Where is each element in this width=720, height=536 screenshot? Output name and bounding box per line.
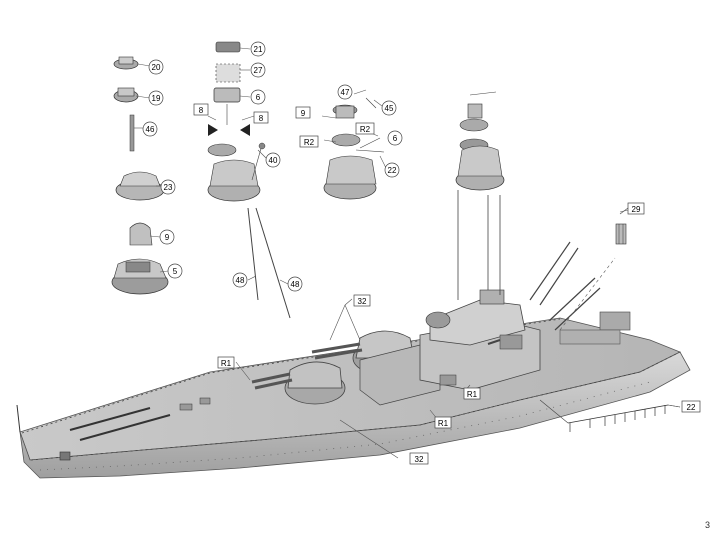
svg-text:R1: R1 bbox=[467, 390, 478, 399]
svg-text:47: 47 bbox=[341, 88, 350, 97]
callout-r1-c: R1 bbox=[434, 416, 452, 429]
callout-6-b: 6 bbox=[387, 130, 403, 146]
callout-47: 47 bbox=[337, 84, 353, 100]
callout-46: 46 bbox=[142, 121, 158, 137]
svg-text:48: 48 bbox=[236, 276, 245, 285]
callout-22-a: 22 bbox=[384, 162, 400, 178]
svg-text:46: 46 bbox=[146, 125, 155, 134]
callout-48-a: 48 bbox=[232, 272, 248, 288]
svg-text:9: 9 bbox=[165, 233, 170, 242]
tower-assembly-column2 bbox=[207, 41, 291, 319]
turret-assembly-column1 bbox=[111, 56, 169, 295]
svg-text:R1: R1 bbox=[438, 419, 449, 428]
callout-8-a: 8 bbox=[193, 103, 209, 116]
callout-23: 23 bbox=[160, 179, 176, 195]
page-number: 3 bbox=[705, 520, 710, 530]
svg-text:45: 45 bbox=[385, 104, 394, 113]
svg-text:6: 6 bbox=[256, 93, 261, 102]
callout-6-a: 6 bbox=[250, 89, 266, 105]
svg-text:R2: R2 bbox=[360, 125, 371, 134]
callout-21: 21 bbox=[250, 41, 266, 57]
svg-text:22: 22 bbox=[687, 403, 696, 412]
callout-29: 29 bbox=[627, 202, 645, 215]
svg-text:5: 5 bbox=[173, 267, 178, 276]
callout-badges: 20 19 46 23 9 5 21 27 6 40 48 48 47 45 6… bbox=[142, 41, 701, 465]
svg-text:23: 23 bbox=[164, 183, 173, 192]
callout-27: 27 bbox=[250, 62, 266, 78]
callout-48-b: 48 bbox=[287, 276, 303, 292]
svg-text:R1: R1 bbox=[221, 359, 232, 368]
callout-8-b: 8 bbox=[253, 111, 269, 124]
svg-text:21: 21 bbox=[254, 45, 263, 54]
svg-text:8: 8 bbox=[199, 106, 204, 115]
callout-r1-a: R1 bbox=[217, 356, 235, 369]
ship-superstructure bbox=[251, 190, 616, 406]
svg-text:6: 6 bbox=[393, 134, 398, 143]
tower-assembly-column3 bbox=[323, 97, 385, 200]
callout-r2-b: R2 bbox=[355, 122, 375, 135]
railing-part-22 bbox=[539, 399, 681, 432]
tower-assembly-column4 bbox=[455, 91, 505, 191]
svg-text:20: 20 bbox=[152, 63, 161, 72]
ladder-part-29 bbox=[615, 207, 629, 245]
callout-19: 19 bbox=[148, 90, 164, 106]
svg-text:19: 19 bbox=[152, 94, 161, 103]
svg-text:8: 8 bbox=[259, 114, 264, 123]
svg-text:48: 48 bbox=[291, 280, 300, 289]
callout-9-b: 9 bbox=[295, 106, 311, 119]
callout-32-b: 32 bbox=[409, 452, 429, 465]
callout-r2-a: R2 bbox=[299, 135, 319, 148]
callout-20: 20 bbox=[148, 59, 164, 75]
callout-45: 45 bbox=[381, 100, 397, 116]
callout-32-a: 32 bbox=[353, 294, 371, 307]
callout-5: 5 bbox=[167, 263, 183, 279]
svg-text:40: 40 bbox=[269, 156, 278, 165]
svg-text:22: 22 bbox=[388, 166, 397, 175]
svg-text:9: 9 bbox=[301, 109, 306, 118]
ship-hull bbox=[16, 311, 691, 479]
svg-text:32: 32 bbox=[415, 455, 424, 464]
callout-22-b: 22 bbox=[681, 400, 701, 413]
callout-9-a: 9 bbox=[159, 229, 175, 245]
callout-40: 40 bbox=[265, 152, 281, 168]
svg-text:27: 27 bbox=[254, 66, 263, 75]
svg-text:32: 32 bbox=[358, 297, 367, 306]
callout-r1-b: R1 bbox=[463, 387, 481, 400]
svg-text:R2: R2 bbox=[304, 138, 315, 147]
svg-text:29: 29 bbox=[632, 205, 641, 214]
